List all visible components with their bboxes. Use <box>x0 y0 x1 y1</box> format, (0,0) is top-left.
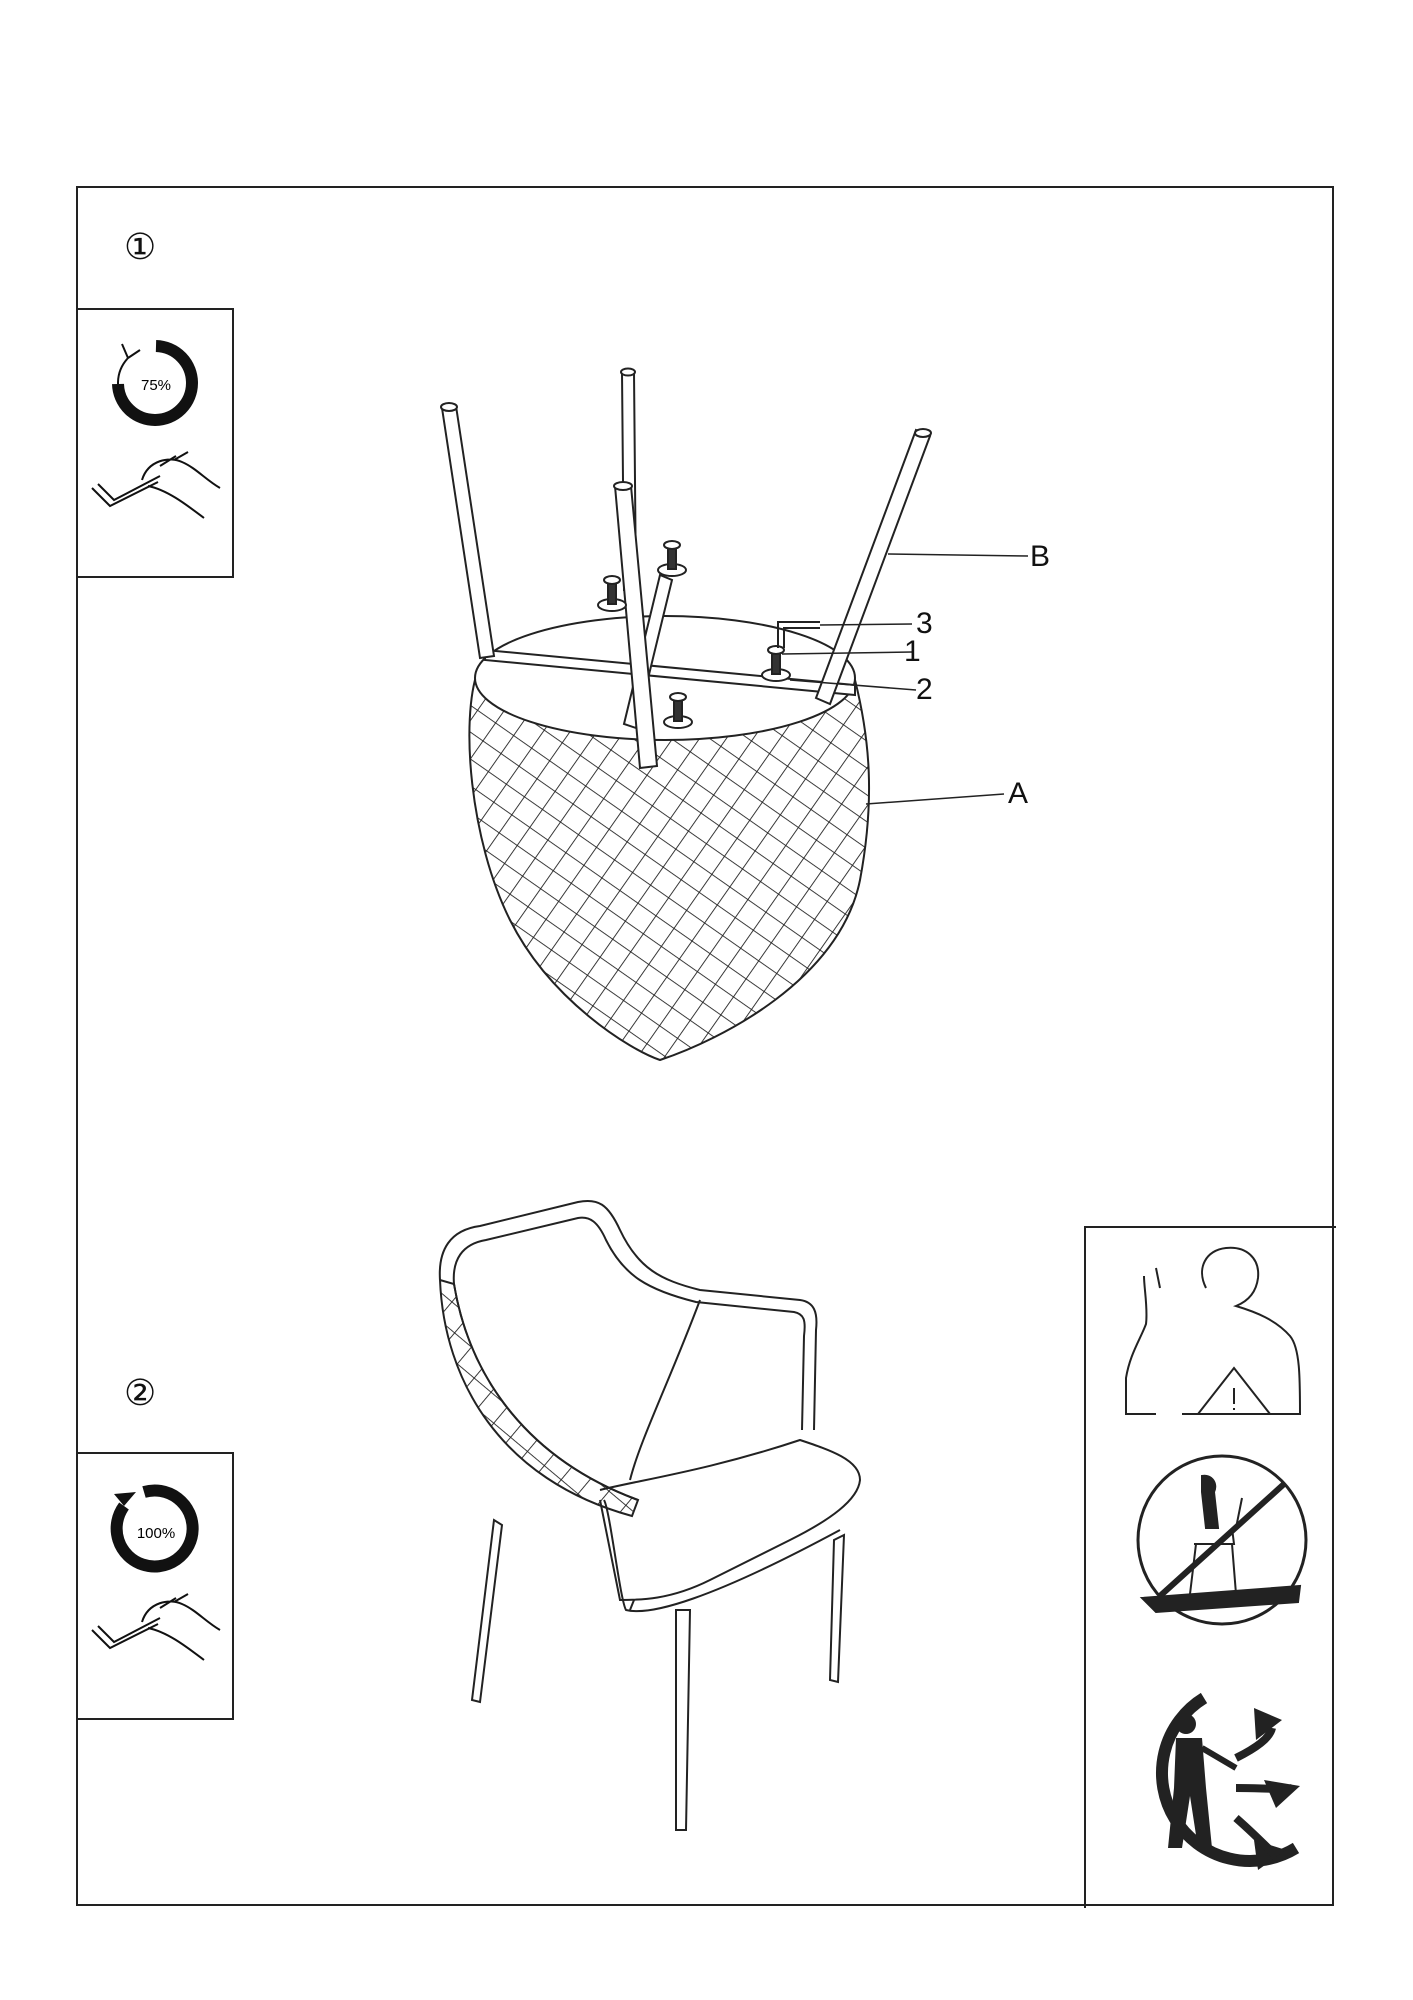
torque-75-label: 75% <box>141 377 171 394</box>
step-1-number: ① <box>124 227 157 268</box>
callout-3: 3 <box>916 607 933 640</box>
callout-2: 2 <box>916 673 933 706</box>
callout-B: B <box>1030 540 1051 573</box>
do-not-stand-on-chair-icon <box>1136 1454 1308 1626</box>
warning-panel <box>1084 1226 1336 1908</box>
step-2-number: ② <box>124 1373 157 1414</box>
callout-1: 1 <box>904 635 921 668</box>
step-1-illustration <box>400 360 1040 1080</box>
instruction-frame <box>76 186 1334 1906</box>
assembled-chair <box>438 1199 862 1831</box>
torque-100-label: 100% <box>137 1525 175 1542</box>
rotate-partial-icon: 75% <box>112 340 198 426</box>
step-2-tool-box: 100% <box>76 1452 234 1720</box>
recycle-packaging-icon <box>1156 1692 1300 1870</box>
bolts-and-washers <box>597 540 791 729</box>
read-instructions-warning-icon <box>1125 1246 1302 1415</box>
step-2-illustration <box>410 1180 880 1850</box>
hex-key-hand-icon <box>91 451 221 519</box>
hex-key-3 <box>777 621 820 648</box>
step-1-tool-box: 75% <box>76 308 234 578</box>
hex-key-hand-icon <box>91 1593 221 1661</box>
leg-frame-B <box>440 367 932 770</box>
callout-A: A <box>1008 777 1029 810</box>
rotate-full-icon: 100% <box>110 1484 199 1573</box>
callout-leaders <box>781 553 1029 805</box>
